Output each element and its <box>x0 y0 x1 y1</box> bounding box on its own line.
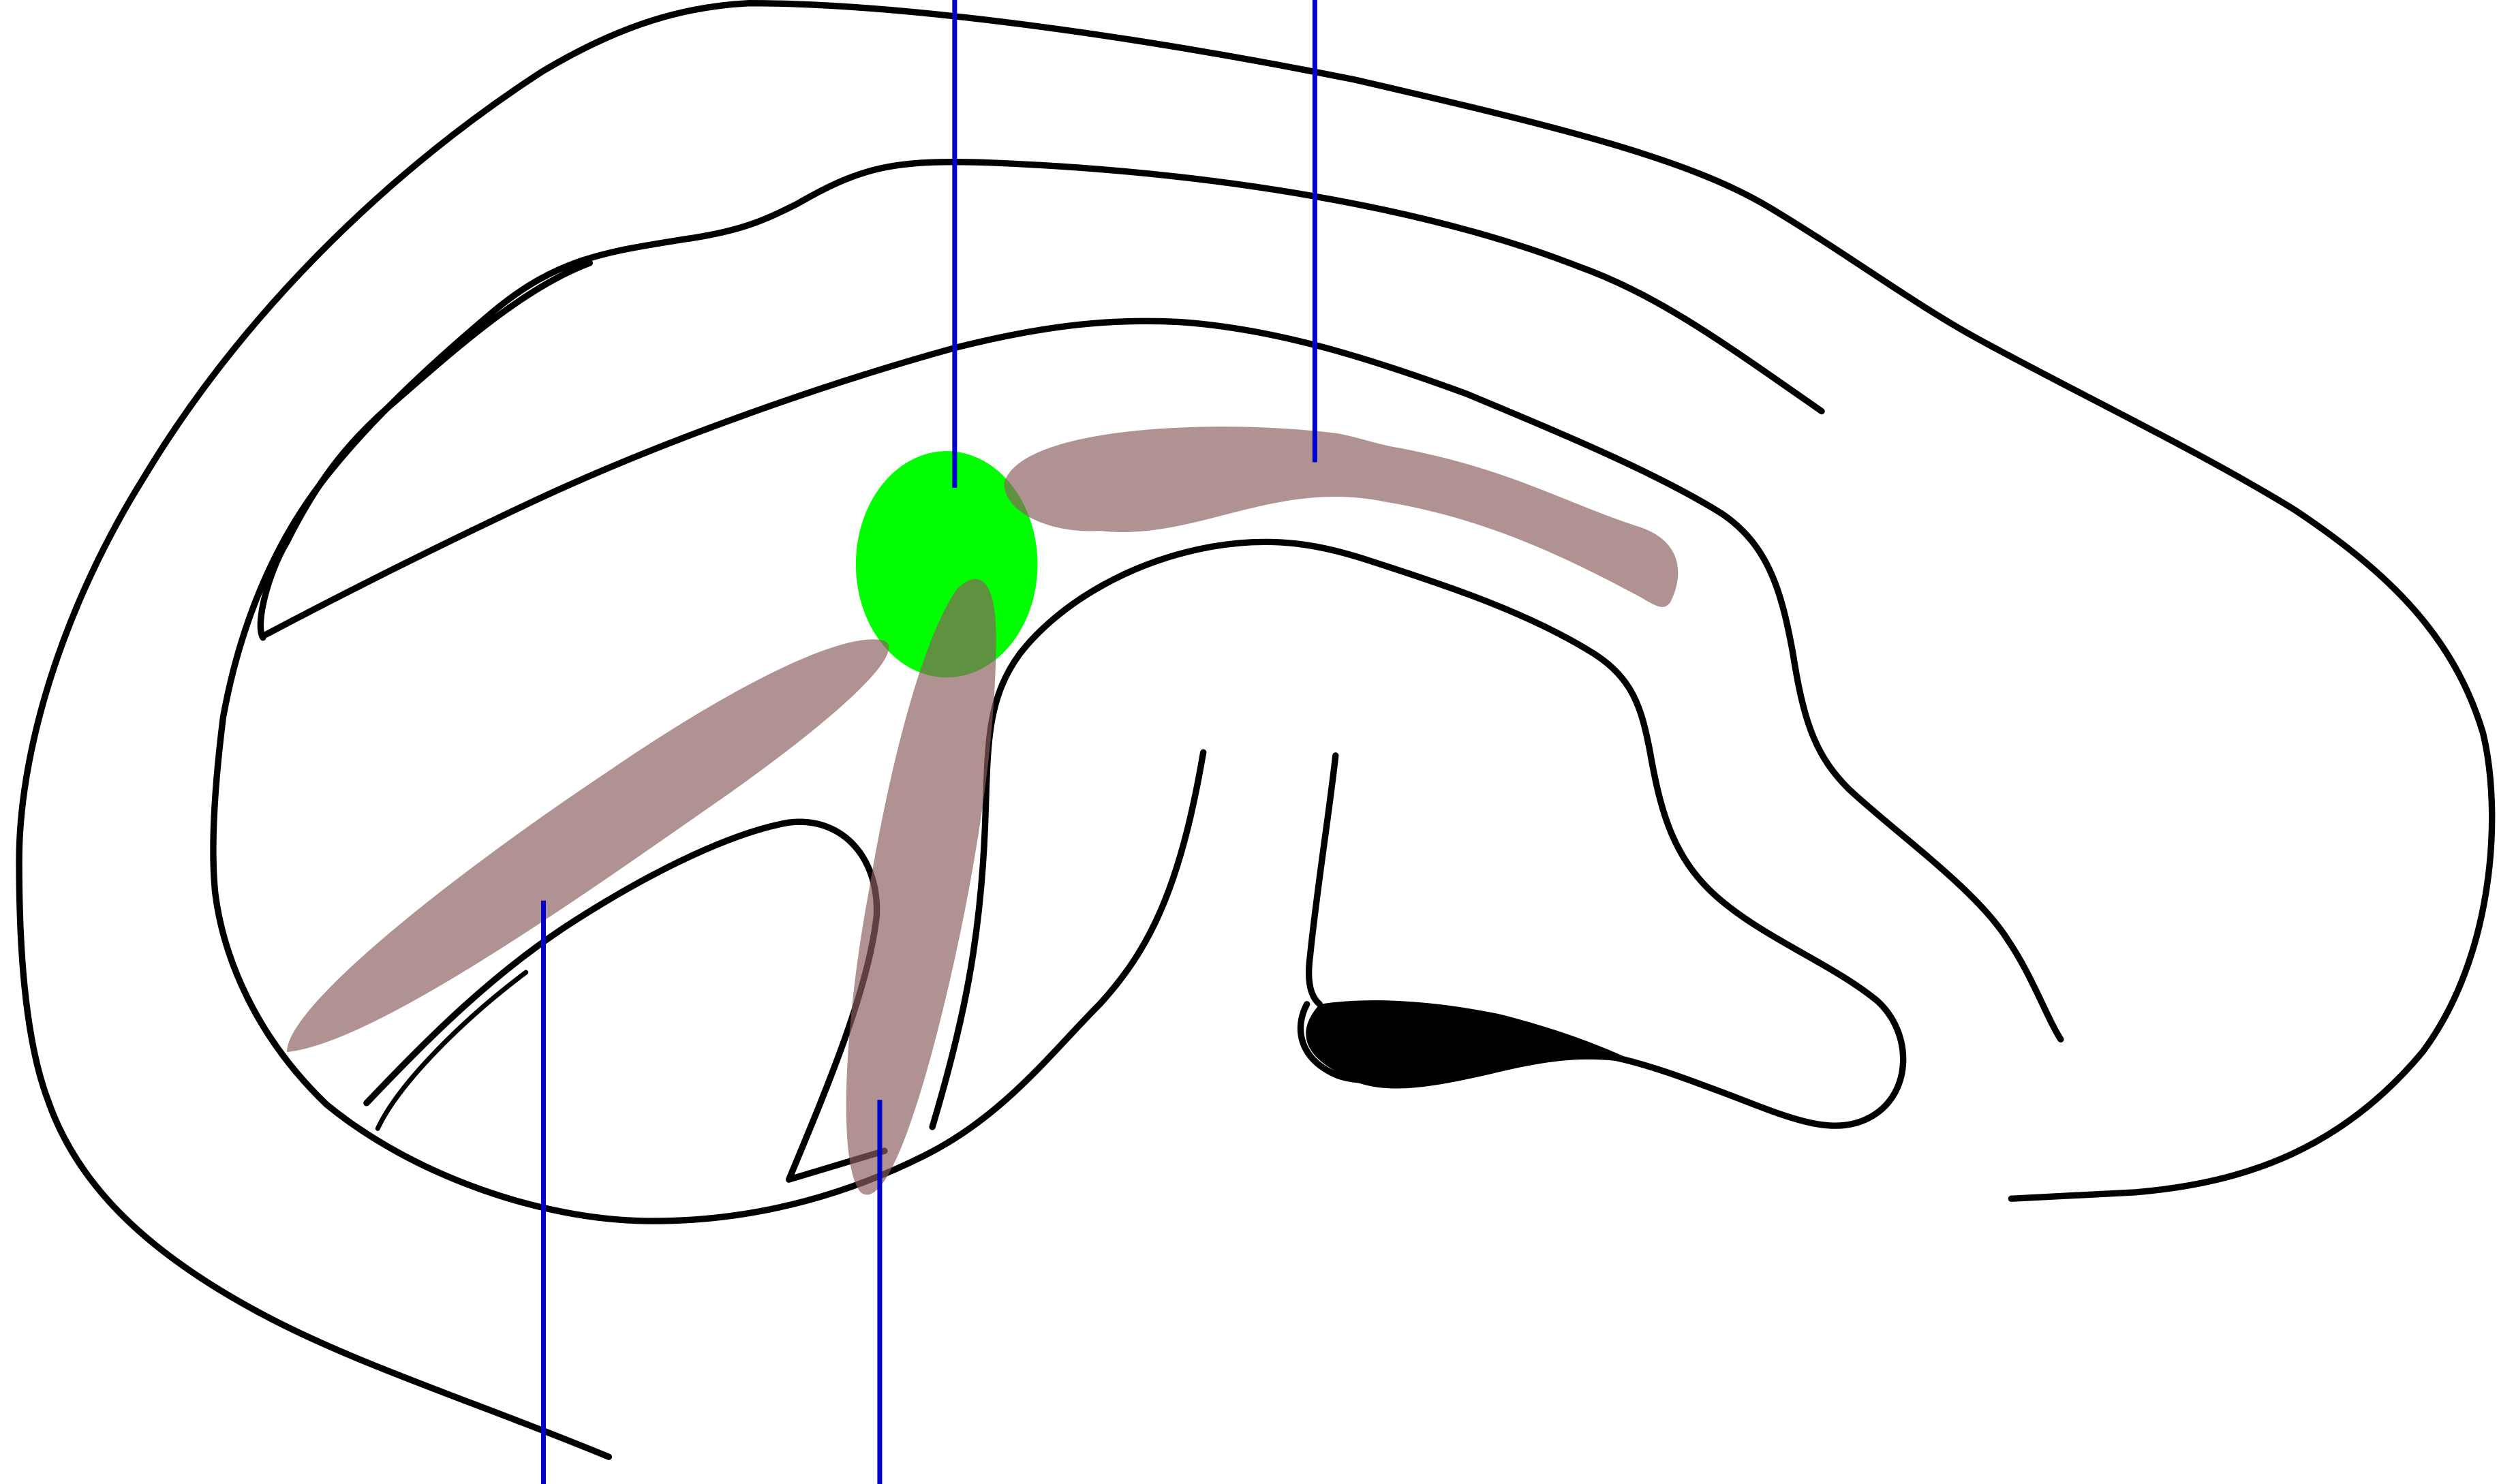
outer-cortex-outline <box>19 3 2492 1457</box>
lower-loop-outline <box>367 822 885 1179</box>
dark-nucleus-region <box>1306 1000 1642 1088</box>
brainstem-outline <box>1309 756 1336 1004</box>
fornix-outline <box>260 263 589 638</box>
cingulate-sulcus-outline <box>213 162 1822 1221</box>
region-diagonal-band <box>287 639 889 1052</box>
region-upper-band <box>1004 427 1678 607</box>
